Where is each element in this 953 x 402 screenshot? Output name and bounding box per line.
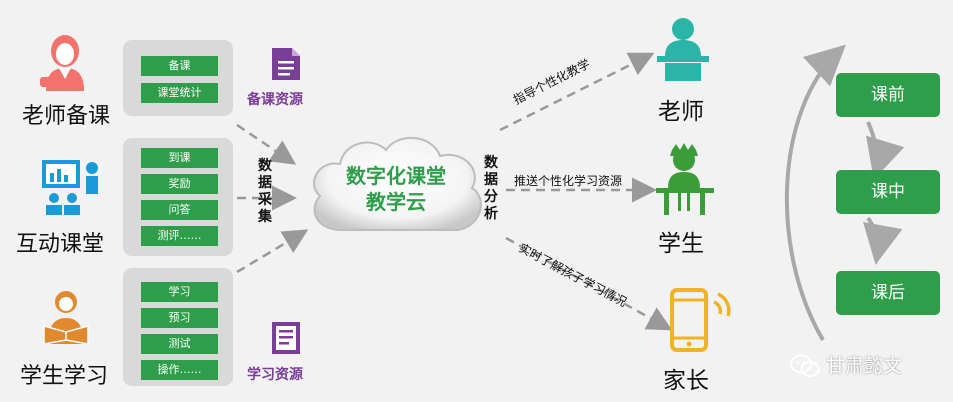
arrow-study-to-cloud bbox=[236, 229, 309, 274]
chip-interactive-3: 测评…… bbox=[141, 226, 218, 246]
cloud-icon bbox=[313, 136, 482, 231]
arrow-prep-to-cloud bbox=[236, 123, 297, 165]
cycle-arc-right-top bbox=[866, 121, 905, 180]
smartphone-icon bbox=[670, 288, 731, 352]
study-resources-label: 学习资源 bbox=[247, 367, 303, 383]
watermark-text: 甘肃懿文 bbox=[826, 355, 903, 377]
chip-study-1: 预习 bbox=[141, 308, 218, 328]
cycle-arc-right-bottom bbox=[863, 216, 903, 265]
role-parent-label: 家长 bbox=[663, 368, 709, 394]
chip-study-2: 测试 bbox=[141, 334, 218, 354]
role-interactive-class-label: 互动课堂 bbox=[16, 232, 105, 257]
role-teacher-label: 老师 bbox=[658, 99, 704, 125]
classroom-presentation-icon bbox=[42, 160, 98, 215]
chip-interactive-2: 问答 bbox=[141, 200, 218, 220]
chip-interactive-1: 奖励 bbox=[141, 174, 218, 194]
wechat-icon bbox=[790, 354, 820, 377]
cloud-title-line1: 数字化课堂 bbox=[346, 164, 446, 188]
document-icon bbox=[272, 322, 300, 354]
panel-prep: 备课 课堂统计 bbox=[123, 40, 233, 116]
role-student-study-label: 学生学习 bbox=[20, 364, 109, 389]
panel-study: 学习 预习 测试 操作…… bbox=[123, 268, 233, 386]
cloud-title-line2: 教学云 bbox=[366, 190, 426, 214]
arrow-text-student: 推送个性化学习资源 bbox=[514, 174, 623, 188]
student-desk-icon bbox=[656, 143, 714, 215]
teacher-woman-icon bbox=[40, 35, 84, 91]
prep-resources-label: 备课资源 bbox=[247, 92, 303, 108]
panel-interactive: 到课 奖励 问答 测评…… bbox=[123, 138, 233, 256]
cloud-title: 数字化课堂 教学云 bbox=[330, 163, 462, 215]
data-collection-label: 数据采集 bbox=[258, 158, 272, 225]
document-icon bbox=[272, 48, 300, 80]
chip-prep-1: 课堂统计 bbox=[141, 83, 218, 103]
cycle-arc-left bbox=[784, 44, 846, 342]
chip-prep-0: 备课 bbox=[141, 56, 218, 76]
chip-interactive-0: 到课 bbox=[141, 148, 218, 168]
student-reading-icon bbox=[43, 291, 89, 344]
teacher-lectern-icon bbox=[657, 18, 709, 81]
chip-study-0: 学习 bbox=[141, 282, 218, 302]
role-student-label: 学生 bbox=[658, 231, 704, 257]
stage-during-class: 课中 bbox=[836, 170, 940, 214]
data-analysis-label: 数据分析 bbox=[484, 155, 498, 222]
stage-before-class: 课前 bbox=[836, 73, 940, 117]
arrow-to-teacher bbox=[499, 52, 655, 132]
chip-study-3: 操作…… bbox=[141, 360, 218, 380]
role-teacher-prep-label: 老师备课 bbox=[22, 104, 111, 129]
stage-after-class: 课后 bbox=[836, 271, 940, 315]
arrow-to-parent bbox=[505, 236, 673, 331]
